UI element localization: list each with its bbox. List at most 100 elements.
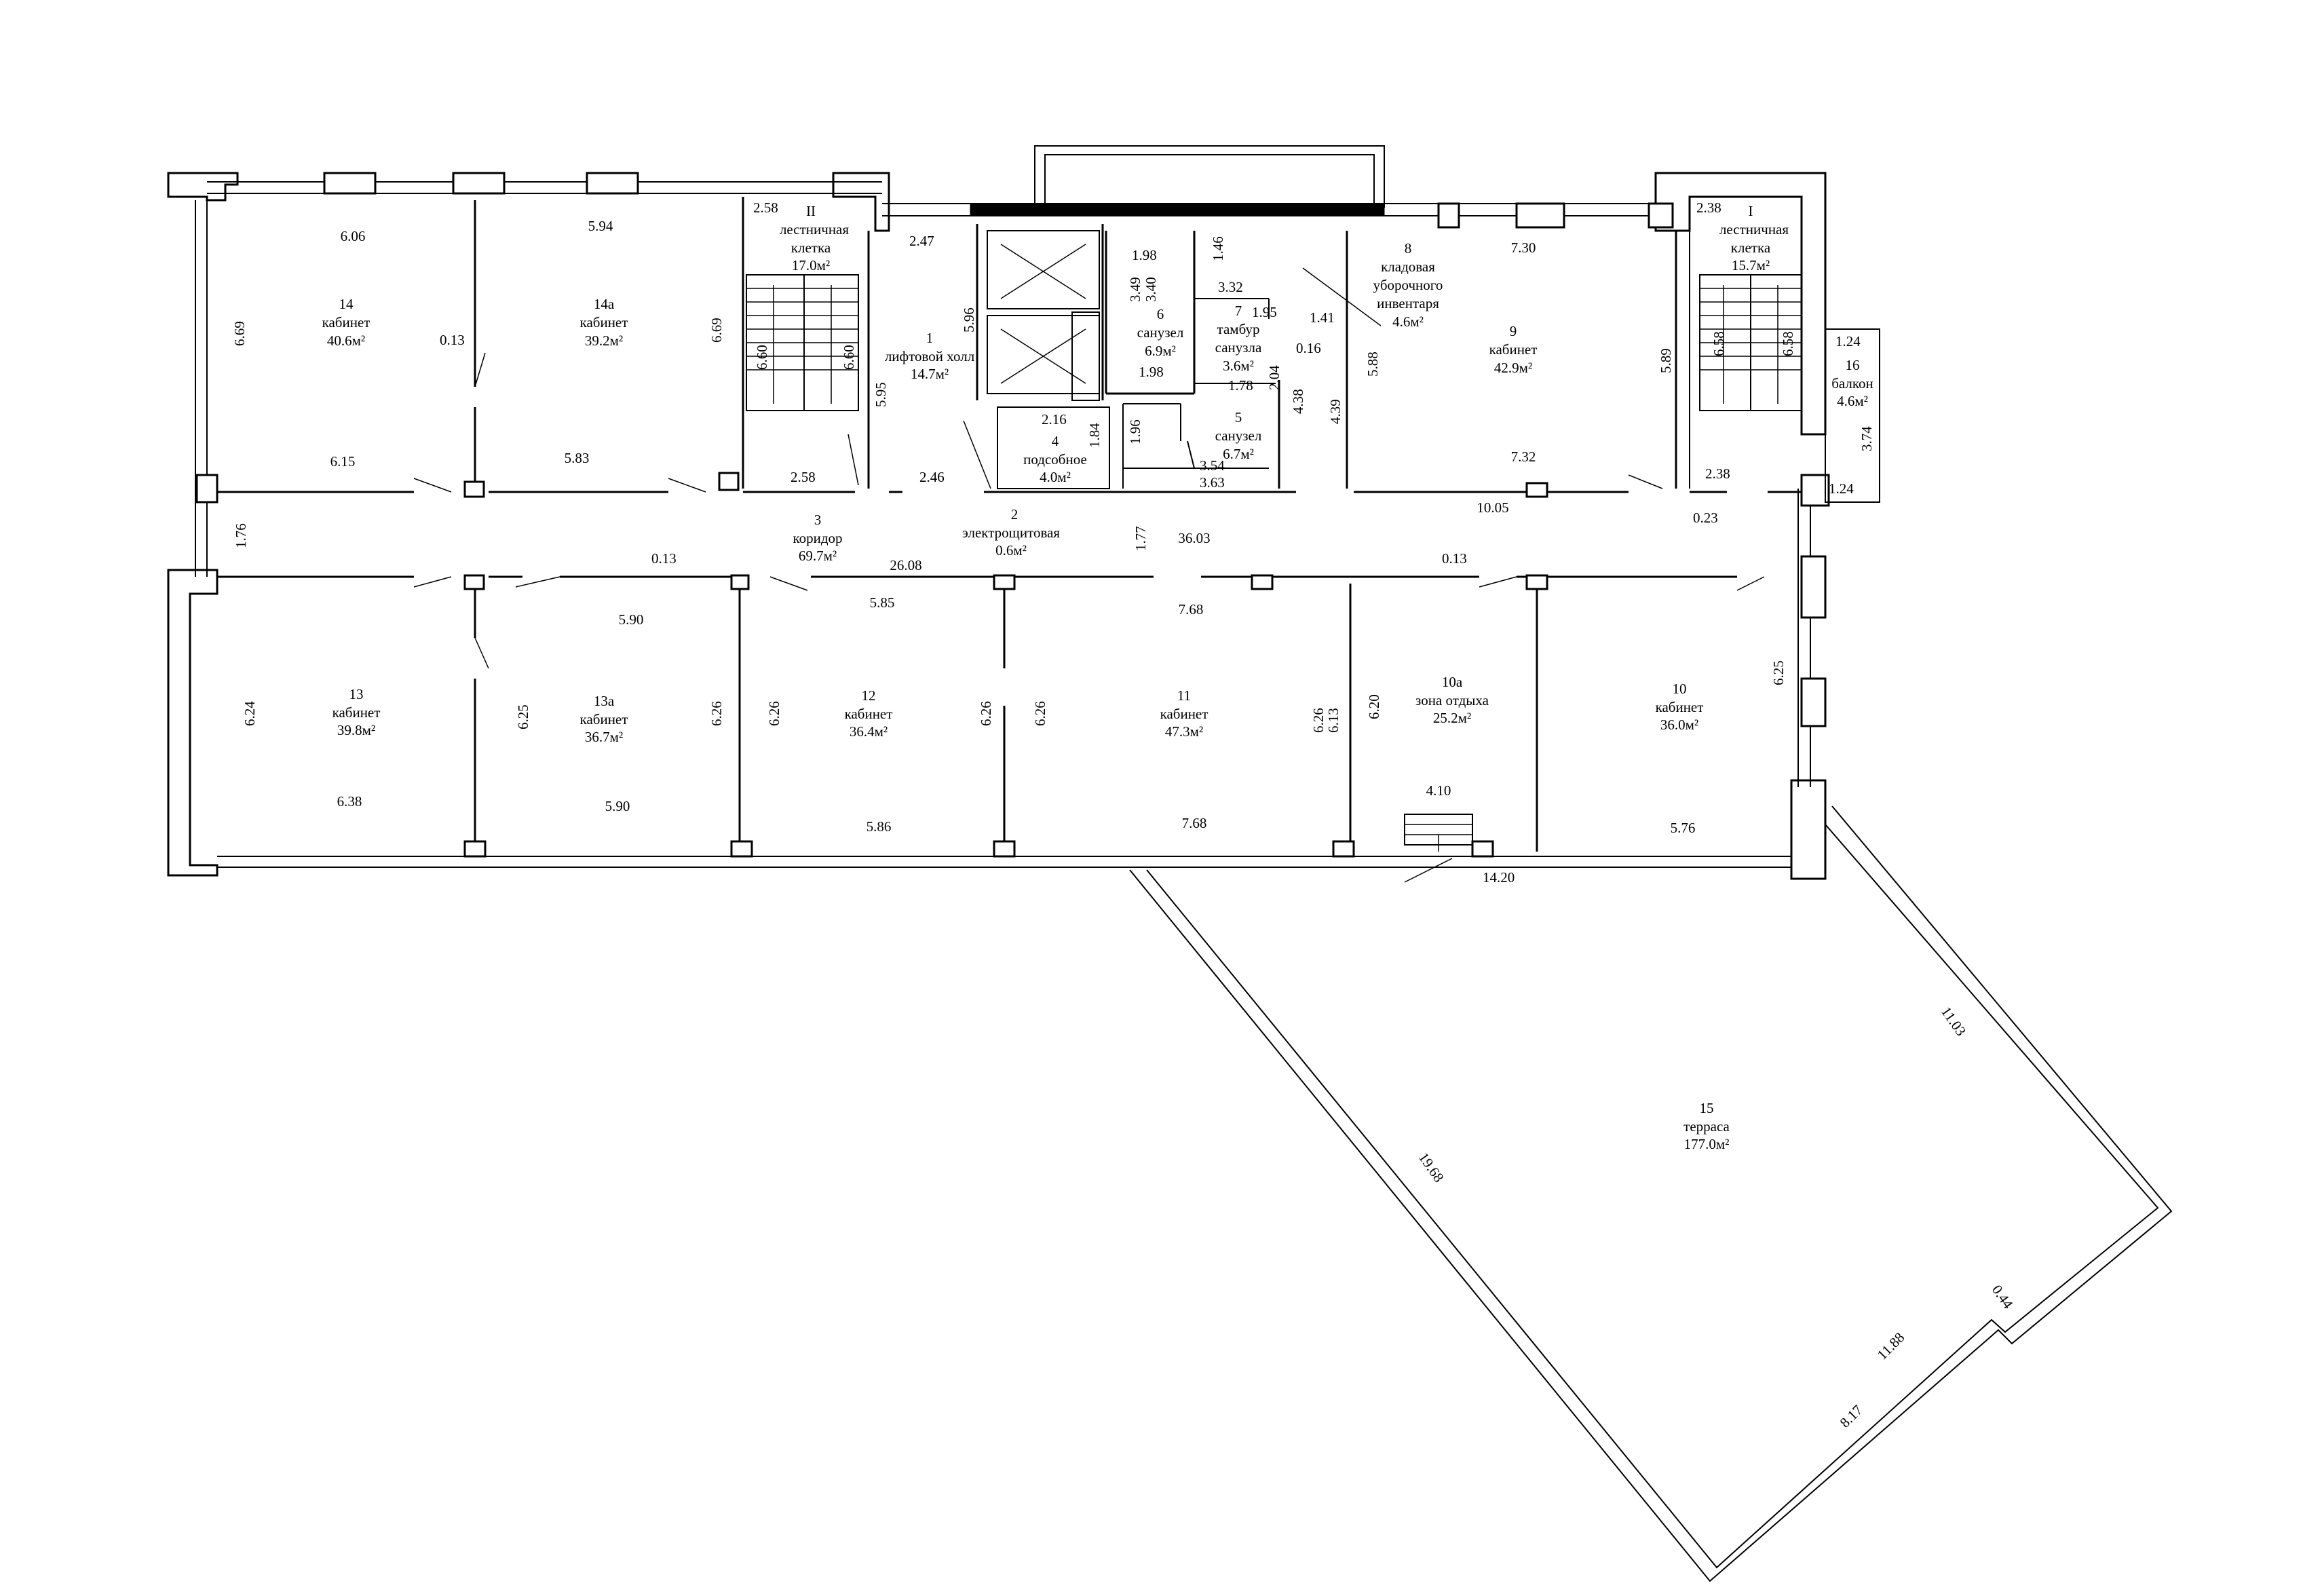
room-15-name: терраса: [1683, 1118, 1730, 1135]
room-stair2-area: 17.0м²: [792, 257, 830, 273]
dim-label: 2.16: [1042, 411, 1067, 428]
dim-label: 2.47: [909, 233, 934, 249]
dim-label: 5.96: [961, 307, 977, 332]
room-4-name: подсобное: [1023, 451, 1087, 468]
room-9-area: 42.9м²: [1494, 360, 1532, 376]
room-stair2-name: лестничная: [780, 221, 849, 238]
dim-label: 6.60: [754, 345, 770, 370]
dim-label: 3.40: [1143, 277, 1159, 302]
room-14-area: 40.6м²: [327, 332, 365, 349]
top-projection: [970, 145, 1385, 216]
dim-label: 10.05: [1477, 499, 1508, 516]
room-stair1-name: лестничная: [1719, 221, 1789, 238]
dim-label: 36.03: [1178, 530, 1210, 546]
room-13a-num: 13а: [594, 693, 615, 709]
room-16-num: 16: [1846, 357, 1860, 373]
room-6-name: санузел: [1137, 324, 1184, 341]
dim-label: 14.20: [1483, 869, 1515, 886]
dim-label: 2.38: [1705, 466, 1730, 482]
room-13-name: кабинет: [332, 704, 381, 721]
dim-label: 6.15: [330, 453, 356, 470]
dim-label: 0.13: [651, 550, 677, 567]
room-13-num: 13: [349, 686, 364, 702]
small-stair: [1404, 814, 1473, 852]
dim-label: 6.06: [341, 228, 366, 244]
room-stair1-area: 15.7м²: [1732, 257, 1770, 273]
dim-label: 3.63: [1200, 474, 1225, 491]
dim-label: 5.94: [588, 218, 613, 234]
dim-label: 8.17: [1837, 1402, 1866, 1431]
dim-label: 4.38: [1290, 389, 1306, 414]
dim-label: 7.30: [1511, 240, 1536, 256]
room-stair2-num: II: [806, 203, 816, 219]
dim-label: 6.26: [1032, 701, 1048, 726]
dim-label: 1.84: [1086, 423, 1103, 448]
dim-label: 6.58: [1711, 331, 1727, 356]
dim-label: 1.24: [1835, 333, 1861, 349]
room-1-num: 1: [926, 330, 934, 346]
dim-label: 2.46: [919, 469, 945, 485]
room-6-area: 6.9м²: [1145, 343, 1176, 359]
room-labels: 14 кабинет 40.6м² 14а кабинет 39.2м² II …: [322, 203, 1873, 1152]
dim-label: 6.25: [1770, 660, 1787, 685]
dim-label: 7.32: [1511, 449, 1536, 465]
dim-label: 6.26: [978, 701, 994, 726]
room-12-name: кабинет: [845, 706, 893, 722]
dim-label: 1.41: [1310, 309, 1335, 326]
room-8-name3: инвентаря: [1377, 295, 1439, 311]
room-5-num: 5: [1235, 409, 1242, 425]
room-15-num: 15: [1700, 1100, 1714, 1116]
room-stair2-name2: клетка: [791, 240, 831, 256]
column-piers: [463, 472, 1548, 858]
room-13a-name: кабинет: [580, 711, 628, 727]
room-5-area: 6.7м²: [1223, 446, 1254, 462]
dim-label: 1.24: [1829, 480, 1854, 497]
room-3-area: 69.7м²: [799, 548, 837, 564]
dim-label: 6.25: [515, 704, 531, 729]
dim-label: 3.54: [1200, 457, 1225, 474]
room-6-num: 6: [1157, 306, 1164, 322]
room-2-num: 2: [1011, 506, 1019, 522]
dim-label: 6.20: [1366, 694, 1382, 719]
dim-label: 4.39: [1327, 399, 1344, 424]
room-2-area: 0.6м²: [995, 542, 1027, 558]
dim-label: 19.68: [1415, 1150, 1447, 1185]
dim-label: 0.13: [1442, 550, 1467, 567]
dim-label: 11.88: [1874, 1329, 1908, 1363]
interior-walls: [217, 197, 1802, 852]
room-11-area: 47.3м²: [1165, 723, 1203, 740]
dim-label: 3.32: [1218, 279, 1243, 295]
dim-label: 6.26: [708, 701, 725, 726]
room-8-area: 4.6м²: [1392, 314, 1424, 330]
terrace-outline: [1129, 805, 2173, 1582]
dim-label: 6.58: [1780, 331, 1796, 356]
dim-label: 3.49: [1127, 277, 1143, 302]
room-4-num: 4: [1052, 433, 1059, 449]
room-14a-name: кабинет: [580, 314, 628, 330]
dim-label: 6.13: [1325, 708, 1341, 733]
room-stair1-num: I: [1749, 203, 1753, 219]
room-15-area: 177.0м²: [1684, 1136, 1730, 1152]
room-13-area: 39.8м²: [337, 722, 375, 738]
dim-label: 6.26: [766, 701, 782, 726]
room-7-name: тамбур: [1217, 321, 1260, 337]
dim-label: 2.58: [753, 200, 778, 216]
dim-label: 0.44: [1989, 1282, 2017, 1312]
wall-piers: [167, 172, 1830, 880]
room-14a-area: 39.2м²: [585, 332, 623, 349]
balcony-16: [1825, 328, 1880, 503]
dim-label: 5.86: [867, 818, 892, 835]
dim-label: 7.68: [1182, 815, 1207, 831]
room-11-name: кабинет: [1160, 706, 1208, 722]
room-10a-name: зона отдыха: [1415, 692, 1489, 708]
room-12-num: 12: [862, 687, 876, 704]
room-16-area: 4.6м²: [1837, 393, 1868, 409]
dim-label: 0.13: [440, 332, 465, 348]
dim-label: 1.96: [1127, 419, 1143, 444]
dim-label: 5.88: [1365, 352, 1381, 377]
room-10-name: кабинет: [1656, 699, 1704, 715]
dim-label: 1.98: [1132, 247, 1157, 263]
room-7-num: 7: [1235, 303, 1242, 319]
door-swings: [413, 267, 1765, 883]
